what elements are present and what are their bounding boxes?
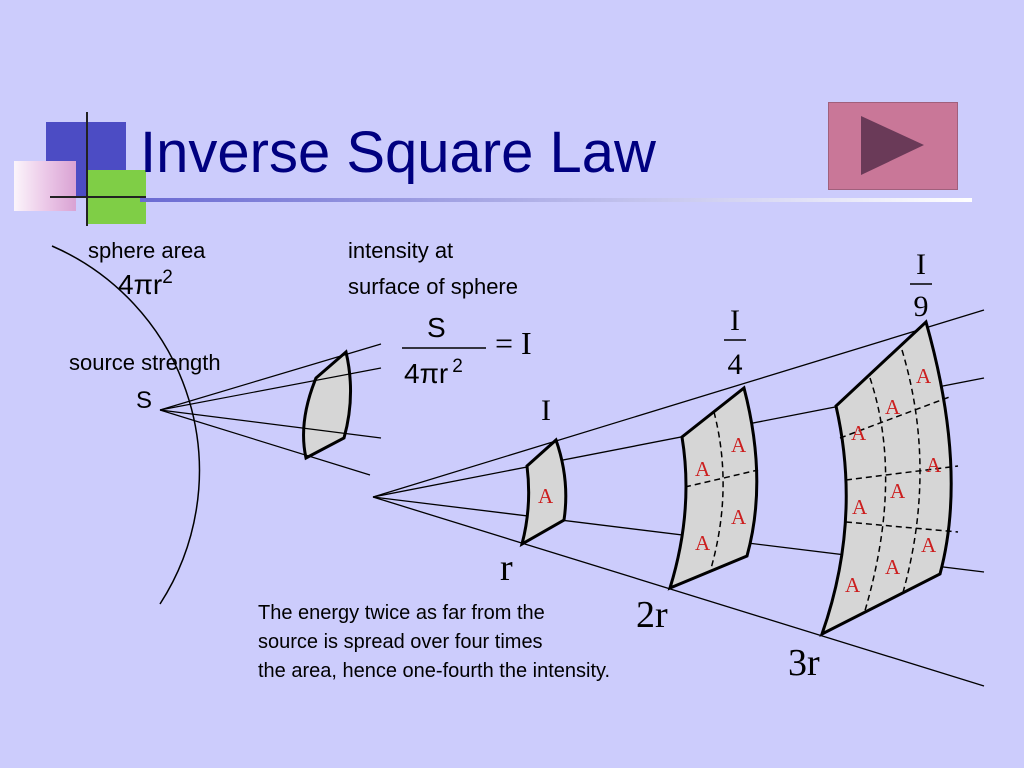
play-button[interactable] — [828, 102, 958, 190]
area-2r — [667, 385, 759, 591]
decor-pink-square — [14, 161, 76, 211]
area-cell: A — [851, 421, 867, 445]
area-cell: A — [538, 484, 554, 508]
area-cell: A — [890, 479, 906, 503]
area-2r-grid — [684, 411, 759, 573]
area-cell: A — [885, 395, 901, 419]
area-cells: A A A A A A A A A A A A A A — [538, 364, 942, 597]
intensity-label-line1: intensity at — [348, 238, 453, 263]
equation-rhs: = I — [495, 325, 532, 361]
source-strength-label: source strength — [69, 350, 221, 375]
area-cell: A — [731, 505, 747, 529]
area-cell: A — [921, 533, 937, 557]
caption-line2: source is spread over four times — [258, 631, 543, 653]
area-3r — [819, 319, 953, 638]
decor-horizontal-line — [50, 196, 146, 198]
area-cell: A — [695, 457, 711, 481]
title-rule — [140, 198, 972, 202]
distance-3r: 3r — [788, 642, 820, 684]
area-cell: A — [885, 555, 901, 579]
play-triangle-icon — [861, 116, 924, 175]
caption-line3: the area, hence one-fourth the intensity… — [258, 660, 610, 682]
area-3r-grid — [839, 349, 959, 615]
area-cell: A — [695, 531, 711, 555]
equation-numerator: S — [427, 312, 446, 343]
area-cell: A — [916, 364, 932, 388]
intensity-at-3r-numerator: I — [916, 248, 926, 281]
distance-2r: 2r — [636, 594, 668, 636]
intensity-at-3r-denominator: 9 — [914, 290, 929, 323]
slide-title: Inverse Square Law — [140, 120, 656, 185]
area-r — [519, 437, 568, 548]
intensity-at-r: I — [541, 394, 551, 427]
sphere-arc — [51, 245, 201, 605]
area-cell: A — [845, 573, 861, 597]
source-rays-left — [159, 343, 382, 476]
intensity-at-2r-denominator: 4 — [728, 348, 743, 381]
intensity-label-line2: surface of sphere — [348, 274, 518, 299]
sphere-area-label: sphere area — [88, 238, 206, 263]
caption-line1: The energy twice as far from the — [258, 602, 545, 624]
distance-r: r — [500, 547, 513, 589]
area-cell: A — [731, 433, 747, 457]
sphere-area-formula: 4πr2 — [118, 267, 173, 300]
area-cell: A — [852, 495, 868, 519]
intensity-at-2r-numerator: I — [730, 304, 740, 337]
area-cell: A — [926, 453, 942, 477]
sphere-surface-patch — [302, 349, 352, 461]
source-symbol: S — [136, 387, 152, 414]
decor-vertical-line — [86, 112, 88, 226]
